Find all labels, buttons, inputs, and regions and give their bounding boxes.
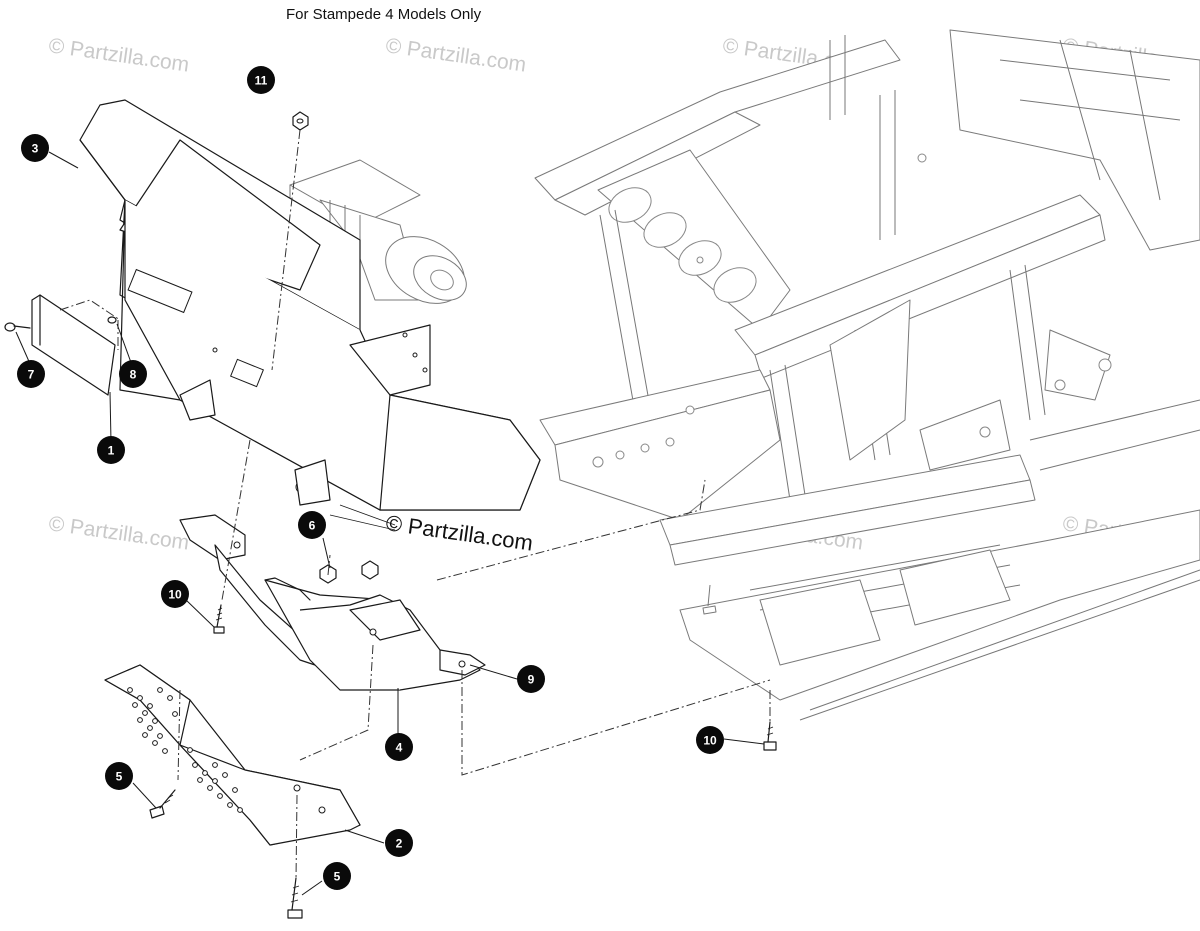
callout-number: 11 (255, 74, 268, 88)
skid-plate-perforations (127, 687, 243, 813)
callout-number: 1 (108, 444, 115, 458)
callout-number: 5 (116, 770, 123, 784)
callout-2[interactable]: 2 (385, 829, 413, 857)
callout-6[interactable]: 6 (298, 511, 326, 539)
callout-1[interactable]: 1 (97, 436, 125, 464)
header-note: For Stampede 4 Models Only (286, 6, 482, 23)
leader-lines (15, 151, 765, 896)
callout-number: 9 (528, 673, 535, 687)
callout-5a[interactable]: 5 (105, 762, 133, 790)
callout-number: 3 (32, 142, 39, 156)
bolt-10-frame (702, 584, 717, 615)
callout-10b[interactable]: 10 (696, 726, 724, 754)
callout-9[interactable]: 9 (517, 665, 545, 693)
plate-bracket (31, 294, 116, 396)
bolt-5-bottom (287, 877, 303, 919)
watermark: © Partzilla.com (47, 512, 190, 554)
callout-11[interactable]: 11 (247, 66, 275, 94)
skid-plate (104, 664, 361, 846)
nut-11 (292, 111, 309, 131)
center-watermark: © Partzilla.com (384, 510, 534, 555)
callout-number: 10 (168, 588, 182, 602)
bolt-5-left (149, 789, 176, 819)
callout-7[interactable]: 7 (17, 360, 45, 388)
callout-number: 2 (396, 837, 403, 851)
alignment-lines (59, 129, 771, 881)
vehicle-frame (534, 29, 1200, 721)
callout-10a[interactable]: 10 (161, 580, 189, 608)
front-bumper (79, 99, 541, 531)
bolt-10-left (213, 604, 225, 634)
nut-8 (107, 316, 117, 324)
callout-number: 10 (703, 734, 717, 748)
watermark: © Partzilla.com (384, 34, 527, 76)
callout-number: 5 (334, 870, 341, 884)
callout-number: 8 (130, 368, 137, 382)
bolt-10-right (763, 721, 777, 751)
screw-7 (4, 322, 31, 332)
callout-number: 4 (396, 741, 403, 755)
callout-5b[interactable]: 5 (323, 862, 351, 890)
tube-bracket (179, 514, 486, 691)
callout-4[interactable]: 4 (385, 733, 413, 761)
callout-number: 7 (28, 368, 35, 382)
watermark: © Partzilla.com (47, 34, 190, 76)
callout-8[interactable]: 8 (119, 360, 147, 388)
callout-number: 6 (309, 519, 316, 533)
callout-3[interactable]: 3 (21, 134, 49, 162)
